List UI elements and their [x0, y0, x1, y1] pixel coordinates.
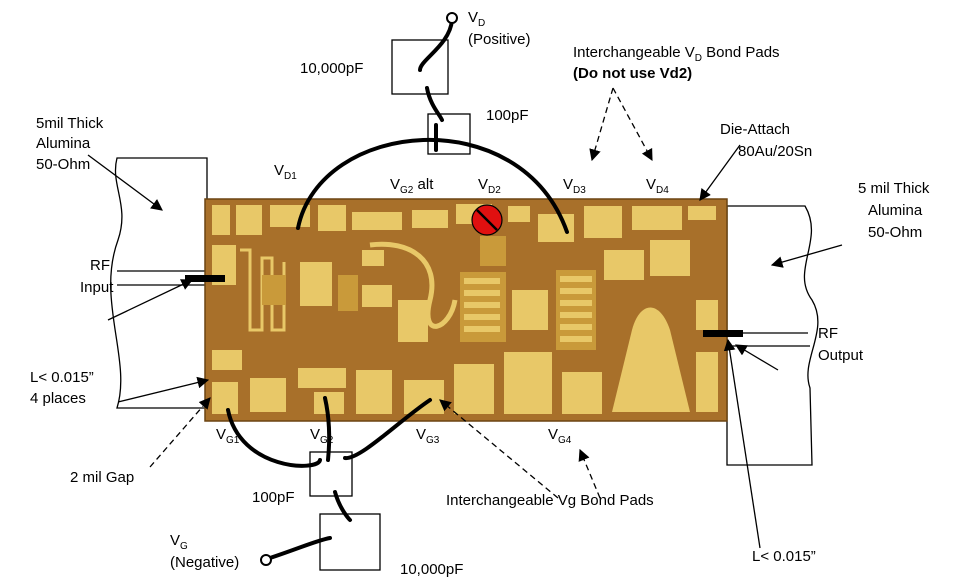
rf-output-bond — [703, 330, 743, 337]
interchangeable-vd-label: Interchangeable VD Bond Pads — [573, 44, 780, 64]
terminal-circle-icon — [446, 12, 458, 24]
alumina-right-label-1: 5 mil Thick — [858, 180, 930, 197]
annotation-arrows — [87, 87, 843, 549]
interchangeable-vg-label: Interchangeable Vg Bond Pads — [446, 492, 654, 509]
gap-label: 2 mil Gap — [70, 469, 134, 486]
vd1-label: VD1 — [274, 162, 297, 182]
bond-wires — [226, 18, 569, 560]
rf-output-label-2: Output — [818, 347, 864, 364]
cap-10000pf-bottom — [319, 513, 381, 571]
vd-positive-label: (Positive) — [468, 31, 531, 48]
vg3-label: VG3 — [416, 426, 440, 446]
vg1-label: VG1 — [216, 426, 240, 446]
die-attach-label: Die-Attach — [720, 121, 790, 138]
l-left-label-2: 4 places — [30, 390, 86, 407]
cap-10000pf-top-label: 10,000pF — [300, 60, 363, 77]
vd3-label: VD3 — [563, 176, 586, 196]
vd4-label: VD4 — [646, 176, 669, 196]
rf-input-label-1: RF — [90, 257, 110, 274]
terminal-circle-icon — [260, 554, 272, 566]
vg2-label: VG2 — [310, 426, 334, 446]
right-alumina-substrate — [726, 205, 819, 466]
no-entry-circle-icon — [471, 204, 503, 236]
left-alumina-substrate — [110, 157, 208, 409]
alumina-left-label-3: 50-Ohm — [36, 156, 90, 173]
cap-100pf-bottom-label: 100pF — [252, 489, 295, 506]
vg-label: VG — [170, 532, 188, 552]
rf-input-bond — [185, 275, 225, 282]
mmic-die — [204, 198, 728, 422]
rf-output-label-1: RF — [818, 325, 838, 342]
do-not-use-label: (Do not use Vd2) — [573, 65, 692, 82]
vg2-alt-label: VG2 alt — [390, 176, 434, 196]
rf-input-label-2: Input — [80, 279, 114, 296]
vg4-label: VG4 — [548, 426, 572, 446]
vd-label: VD — [468, 9, 485, 29]
alumina-right-label-3: 50-Ohm — [868, 224, 922, 241]
alumina-left-label-2: Alumina — [36, 135, 91, 152]
cap-100pf-top-label: 100pF — [486, 107, 529, 124]
l-right-label: L< 0.015” — [752, 548, 816, 565]
l-left-label-1: L< 0.015” — [30, 369, 94, 386]
die-attach-material-label: 80Au/20Sn — [738, 143, 812, 160]
alumina-left-label-1: 5mil Thick — [36, 115, 104, 132]
alumina-right-label-2: Alumina — [868, 202, 923, 219]
vd2-label: VD2 — [478, 176, 501, 196]
vg-negative-label: (Negative) — [170, 554, 239, 571]
cap-10000pf-bottom-label: 10,000pF — [400, 561, 463, 577]
